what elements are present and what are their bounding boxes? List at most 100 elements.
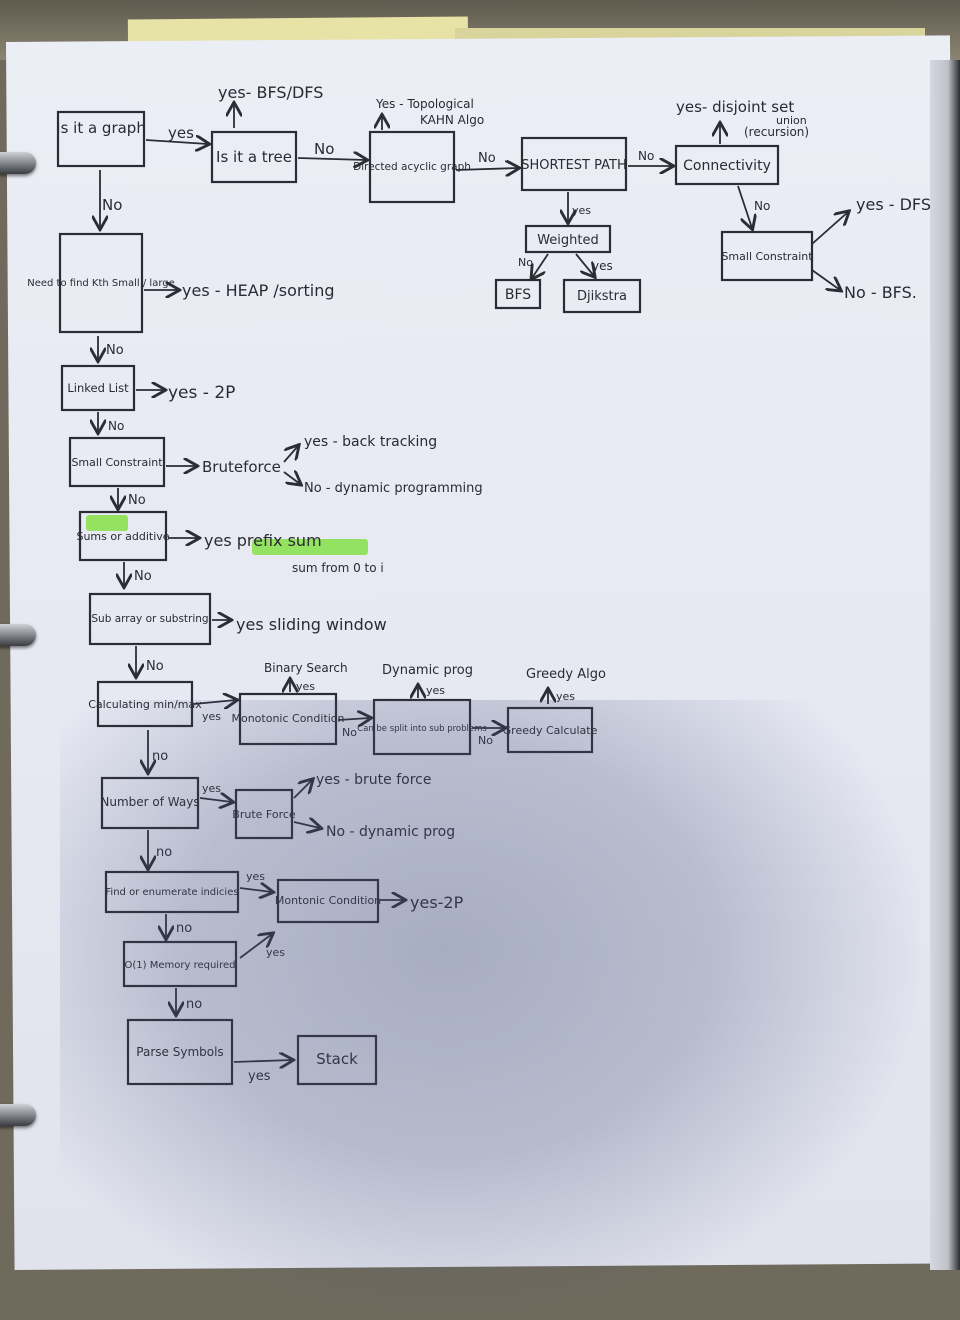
node-stack: Stack (316, 1050, 358, 1068)
label-no-graph: No (102, 196, 122, 214)
label-no-enum: no (176, 921, 192, 936)
box-min-max (96, 680, 194, 728)
label-yes-enum: yes (246, 870, 265, 883)
node-bfs: BFS (505, 287, 531, 303)
node-ways: Number of Ways (100, 795, 199, 809)
label-disjoint: yes- disjoint set (676, 98, 794, 116)
box-dijkstra (562, 278, 642, 314)
box-ways (100, 776, 200, 830)
label-yes-greedy: yes (556, 690, 575, 703)
arrow-brute-yes (283, 446, 298, 463)
label-no-ways: no (156, 845, 172, 860)
box-split (372, 698, 472, 756)
box-enumerate (104, 870, 240, 914)
label-yes-graph: yes (168, 124, 194, 142)
label-no-conn: No (754, 199, 770, 213)
label-sum-from: sum from 0 to i (292, 561, 384, 575)
label-yes-weighted: yes (572, 204, 591, 217)
label-no-kth: No (106, 343, 124, 358)
label-2p: yes - 2P (168, 383, 235, 403)
label-yes-dijkstra: yes (592, 259, 613, 273)
arrow-dag-shortest (455, 168, 518, 170)
label-backtracking: yes - back tracking (304, 434, 437, 450)
arrow-bf-yes (293, 780, 312, 799)
node-small-constraint-graph: Small Constraint (721, 250, 813, 263)
node-montonic: Montonic Condition (275, 894, 381, 907)
box-linked-list (60, 364, 136, 412)
label-dynamic-prog: Dynamic prog (382, 663, 473, 678)
sums-highlight (86, 515, 128, 531)
arrow-bf-no (293, 822, 320, 828)
label-yes-dfs: yes - DFS (856, 195, 931, 214)
node-dag: Directed acyclic graph (353, 161, 471, 173)
box-sums (78, 510, 168, 562)
arrow-small-dfs (811, 212, 848, 245)
label-yes-ways: yes (202, 782, 221, 795)
label-prefix-sum: yes prefix sum (204, 531, 322, 550)
arrow-conn-small (737, 185, 752, 228)
binder-ring-bottom (0, 1104, 36, 1126)
node-split: Can be split into sub problems (357, 724, 487, 734)
label-no-linked: No (108, 419, 124, 433)
label-sliding-window: yes sliding window (236, 615, 387, 634)
node-subarray: Sub array or substring (91, 613, 208, 625)
box-connectivity (674, 144, 780, 186)
arrow-weighted-dijkstra (575, 253, 594, 276)
label-yes-parse: yes (248, 1069, 271, 1084)
box-kth (58, 232, 144, 334)
label-no-split: No (478, 734, 493, 747)
label-bfs-dfs: yes- BFS/DFS (218, 83, 323, 102)
node-greedy: Greedy Calculate (503, 724, 598, 737)
arrow-enum-mon (239, 888, 272, 892)
arrow-mono-split (337, 718, 370, 720)
node-sums: Sums or additive (76, 530, 169, 543)
label-binary-search: Binary Search (264, 661, 348, 675)
node-is-tree: Is it a tree (216, 148, 292, 166)
arrow-brute-no (283, 472, 300, 484)
node-monotonic: Monotonic Condition (231, 712, 344, 725)
box-greedy (506, 706, 594, 754)
node-enumerate: Find or enumerate indicies (105, 887, 238, 898)
box-stack (296, 1034, 378, 1086)
box-montonic (276, 878, 380, 924)
node-parse: Parse Symbols (136, 1045, 223, 1059)
arrow-small-bfs (811, 269, 840, 290)
node-weighted: Weighted (537, 233, 599, 248)
node-min-max: Calculating min/max (88, 698, 202, 711)
box-shortest-path (520, 136, 628, 192)
arrow-parse-stack (233, 1060, 292, 1062)
label-no-mono: No (342, 726, 357, 739)
label-yes-2p: yes-2P (410, 893, 464, 912)
label-yes-brute-force: yes - brute force (316, 772, 431, 788)
box-brute-force (234, 788, 294, 840)
node-is-graph: Is it a graph (56, 119, 146, 137)
label-heap: yes - HEAP /sorting (182, 281, 335, 300)
page-stack-edge (930, 60, 960, 1270)
label-no-memory: no (186, 997, 202, 1012)
node-dijkstra: Djikstra (577, 289, 627, 304)
arrow-memory-yes (239, 934, 272, 959)
node-kth: Need to find Kth Small / large (27, 278, 175, 289)
label-kahn: KAHN Algo (420, 113, 484, 127)
label-greedy-algo: Greedy Algo (526, 667, 606, 682)
label-no-tree: No (314, 140, 334, 158)
node-linked-list: Linked List (67, 381, 129, 395)
arrow-tree-dag (297, 158, 366, 160)
label-no-dag: No (478, 151, 496, 166)
label-no-subarray: No (146, 659, 164, 674)
label-no-small: No (128, 493, 146, 508)
box-memory (122, 940, 238, 988)
label-no-bfs: No (518, 256, 533, 269)
node-brute-force: Brute Force (232, 808, 296, 821)
label-union: union (776, 114, 807, 127)
node-small-constraint: Small Constraint (71, 456, 163, 469)
box-dag (368, 130, 456, 204)
box-parse (126, 1018, 234, 1086)
node-shortest-path: SHORTEST PATH (521, 158, 626, 173)
label-yes-split: yes (426, 684, 445, 697)
label-no-sums: No (134, 569, 152, 584)
label-topological: Yes - Topological (375, 97, 474, 111)
box-weighted (524, 224, 612, 254)
label-yes-minmax: yes (202, 710, 221, 723)
box-is-graph (56, 110, 146, 168)
